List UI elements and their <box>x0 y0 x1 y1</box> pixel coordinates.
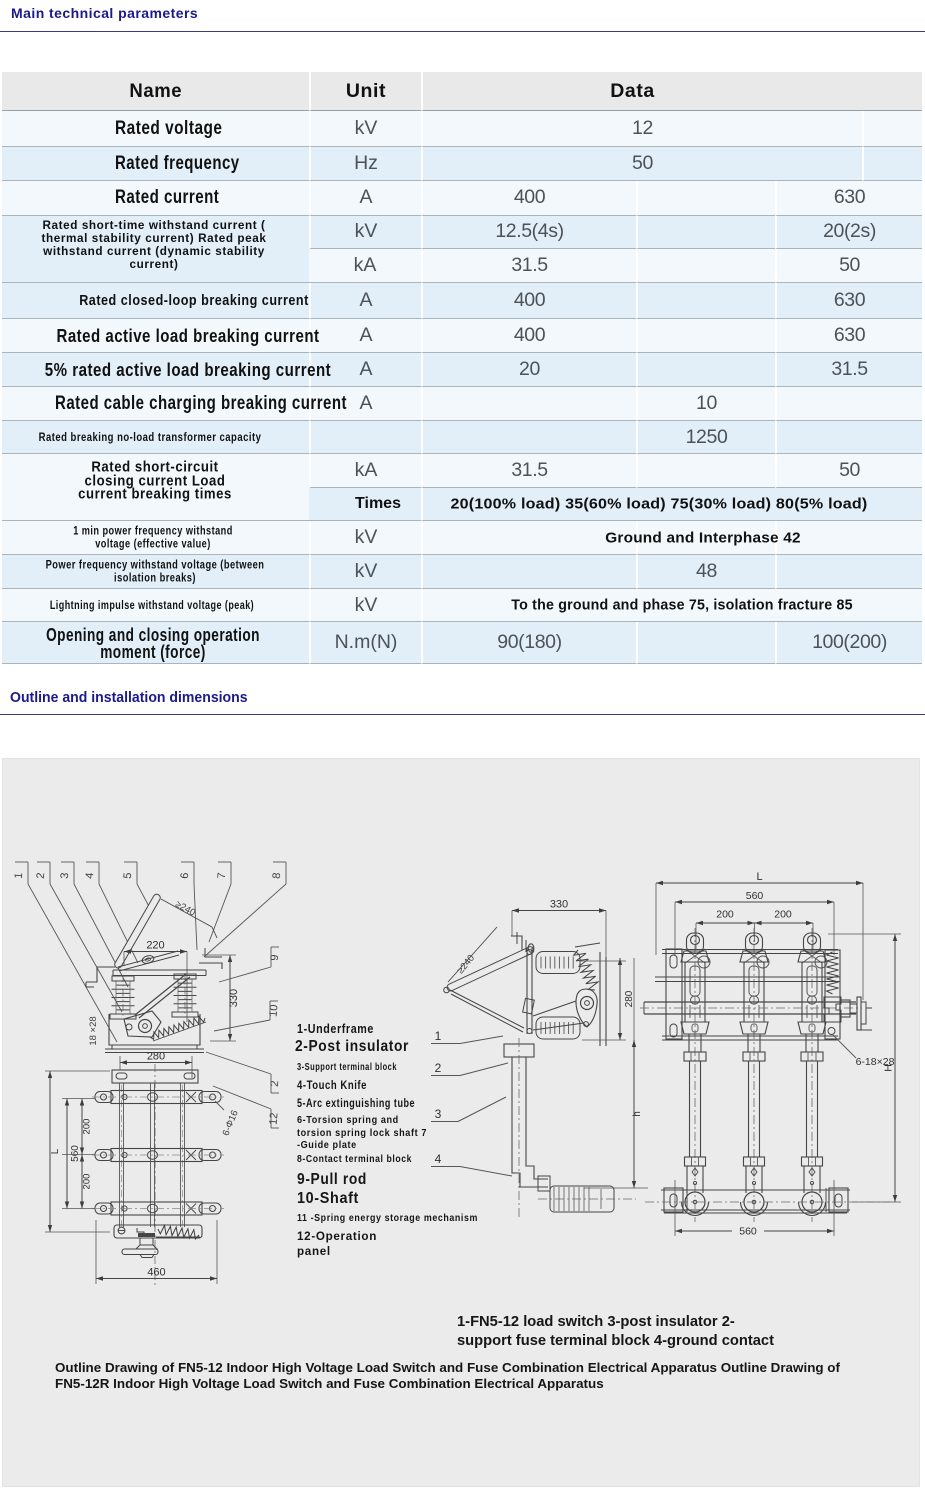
svg-text:6-18×28: 6-18×28 <box>856 1056 895 1068</box>
svg-text:1: 1 <box>435 1029 442 1043</box>
svg-text:200: 200 <box>82 1119 93 1135</box>
svg-text:H: H <box>883 1064 895 1072</box>
svg-text:460: 460 <box>147 1267 165 1279</box>
svg-text:7: 7 <box>216 872 228 879</box>
svg-text:L: L <box>50 1148 61 1154</box>
svg-text:4: 4 <box>84 872 96 879</box>
svg-text:280: 280 <box>624 990 635 1007</box>
svg-text:330: 330 <box>228 989 240 1007</box>
svg-text:L: L <box>756 871 762 883</box>
svg-text:560: 560 <box>746 890 764 902</box>
svg-text:3: 3 <box>59 872 71 879</box>
svg-text:560: 560 <box>70 1145 81 1162</box>
svg-text:280: 280 <box>147 1051 165 1063</box>
svg-text:1: 1 <box>13 872 25 879</box>
svg-text:≥240: ≥240 <box>173 899 197 919</box>
svg-text:8: 8 <box>271 872 283 879</box>
svg-text:6-Φ16: 6-Φ16 <box>221 1109 241 1138</box>
svg-text:2: 2 <box>269 1080 281 1087</box>
svg-text:9: 9 <box>269 954 281 961</box>
svg-text:2: 2 <box>435 1061 442 1075</box>
svg-text:200: 200 <box>716 909 734 921</box>
svg-text:220: 220 <box>146 940 164 952</box>
svg-text:330: 330 <box>550 899 568 911</box>
svg-text:12: 12 <box>268 1112 281 1125</box>
svg-text:200: 200 <box>82 1174 93 1190</box>
svg-text:3: 3 <box>435 1107 442 1121</box>
svg-text:6: 6 <box>179 872 191 879</box>
svg-text:h: h <box>632 1111 643 1117</box>
svg-text:2: 2 <box>35 872 47 879</box>
svg-text:4: 4 <box>435 1152 442 1166</box>
svg-text:5: 5 <box>122 872 134 879</box>
svg-text:200: 200 <box>774 909 792 921</box>
svg-text:18 ×28: 18 ×28 <box>88 1016 99 1045</box>
svg-text:560: 560 <box>739 1226 757 1238</box>
svg-text:10: 10 <box>268 1004 281 1017</box>
